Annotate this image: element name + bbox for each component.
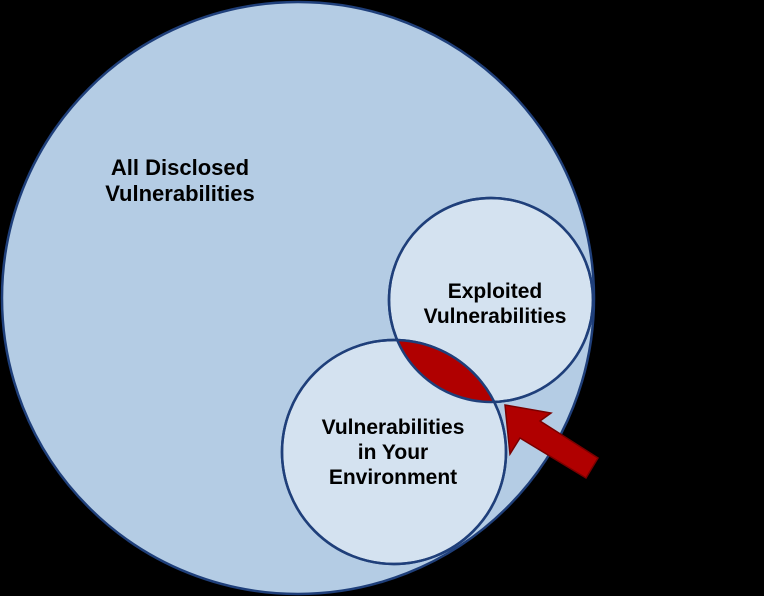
environment-label: Vulnerabilities in Your Environment bbox=[321, 416, 465, 489]
all-disclosed-label: All Disclosed Vulnerabilities bbox=[105, 155, 255, 206]
callout-arrow bbox=[504, 404, 600, 480]
key-vulnerabilities-label: Key Vulnerabilities to be Worried About bbox=[600, 476, 730, 564]
exploited-label: Exploited Vulnerabilities bbox=[423, 280, 567, 328]
